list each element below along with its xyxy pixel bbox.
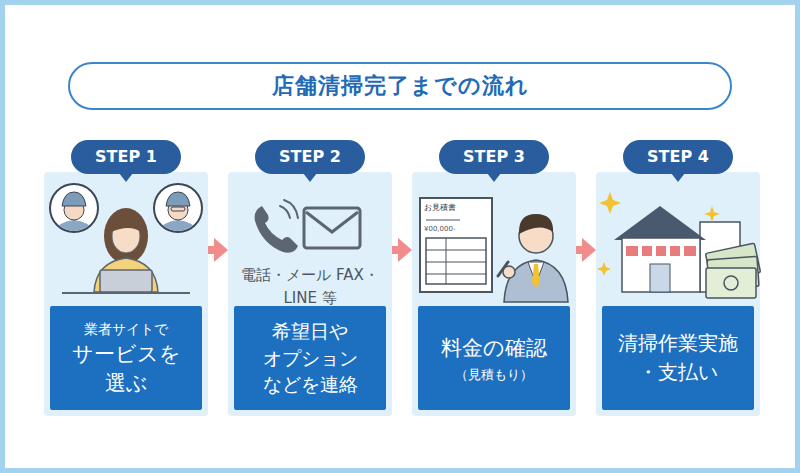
bubble-tail [671, 173, 685, 182]
box-text: 清掃作業実施 ・支払い [608, 329, 748, 387]
estimate-document [420, 198, 492, 292]
hand [503, 266, 515, 278]
worker-cap [62, 192, 86, 206]
arrow-head [398, 238, 412, 262]
step-box: 料金の確認（見積もり） [418, 306, 570, 410]
hair [104, 208, 148, 264]
box-text: 希望日や オプション などを連絡 [240, 318, 380, 398]
bubble-tail [487, 173, 501, 182]
tie [532, 264, 540, 288]
door [650, 264, 670, 292]
flow-arrow [576, 238, 596, 262]
awning [626, 246, 696, 256]
box-text: サービスを 選ぶ [56, 340, 196, 397]
title-text: 店舗清掃完了までの流れ [272, 71, 529, 101]
shop-wall [622, 238, 700, 292]
illustration-label: 電話・メール FAX・LINE 等 [234, 264, 386, 311]
document [420, 198, 492, 292]
step-label: STEP 1 [71, 140, 181, 174]
desk [62, 292, 190, 294]
awning-stripes [640, 246, 682, 256]
step-label: STEP 2 [255, 140, 365, 174]
step-box: 業者サイトでサービスを 選ぶ [50, 306, 202, 410]
illustration-label: お見積書 [424, 203, 488, 213]
step-label: STEP 4 [623, 140, 733, 174]
doc-table-lines [426, 238, 486, 284]
box-text: 料金の確認 [441, 332, 547, 366]
title-pill: 店舗清掃完了までの流れ [68, 62, 732, 110]
flow-arrow [392, 238, 412, 262]
bubble-tail [119, 173, 133, 182]
bill [706, 268, 756, 298]
glasses [171, 207, 185, 211]
laptop [100, 270, 152, 292]
flow-arrow [208, 238, 228, 262]
doc-table [426, 238, 486, 284]
step-label: STEP 3 [439, 140, 549, 174]
illustration-label: ¥00,000- [424, 225, 488, 233]
bill-mark [724, 276, 738, 290]
doc-rule [426, 220, 460, 221]
box-text: 業者サイトで [84, 319, 168, 340]
step-box: 清掃作業実施 ・支払い [602, 306, 754, 410]
bangs [111, 216, 141, 232]
box-text: （見積もり） [455, 366, 533, 384]
arrow-head [582, 238, 596, 262]
worker-cap [166, 192, 190, 206]
arrow-head [214, 238, 228, 262]
step-box: 希望日や オプション などを連絡 [234, 306, 386, 410]
bubble-tail [303, 173, 317, 182]
